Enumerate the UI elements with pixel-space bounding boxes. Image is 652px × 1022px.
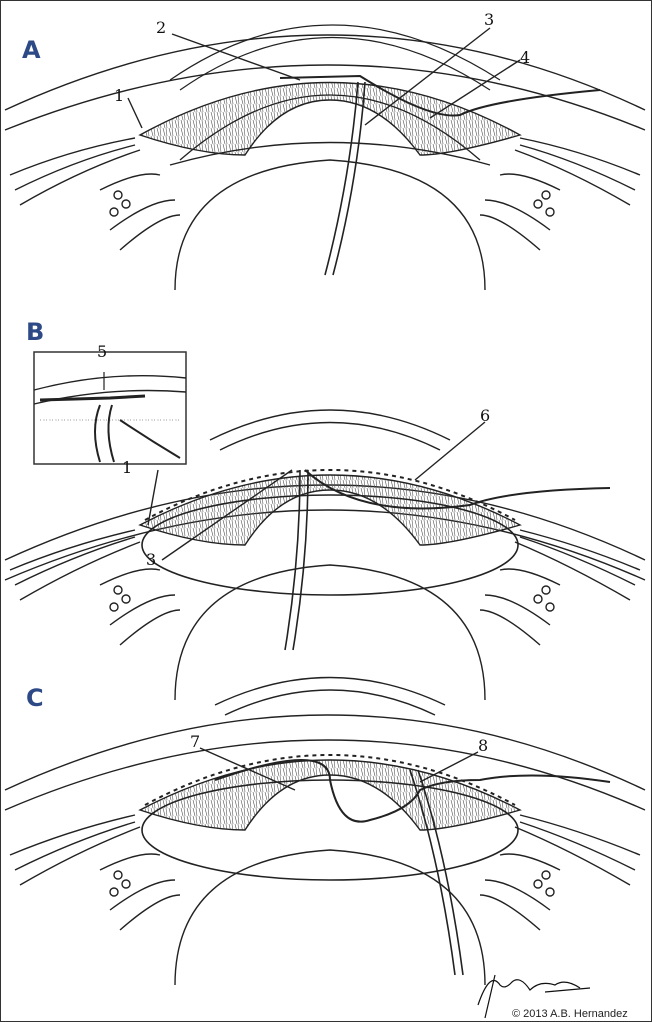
panel-c-drawing	[5, 678, 645, 986]
panel-a-drawing	[5, 25, 645, 290]
callout-6: 6	[480, 406, 490, 425]
callout-3: 3	[146, 550, 156, 569]
callout-2: 2	[156, 18, 166, 37]
panel-b-drawing	[5, 352, 645, 700]
callout-4: 4	[520, 48, 530, 67]
callout-1: 1	[114, 86, 124, 105]
callout-3: 3	[484, 10, 494, 29]
callout-5: 5	[97, 342, 107, 361]
callout-7: 7	[190, 732, 200, 751]
panel-label-c: C	[26, 684, 44, 712]
panel-label-b: B	[26, 318, 44, 346]
callout-8: 8	[478, 736, 488, 755]
copyright-text: © 2013 A.B. Hernandez	[512, 1008, 628, 1020]
panel-label-a: A	[22, 36, 41, 64]
callout-1: 1	[122, 458, 132, 477]
